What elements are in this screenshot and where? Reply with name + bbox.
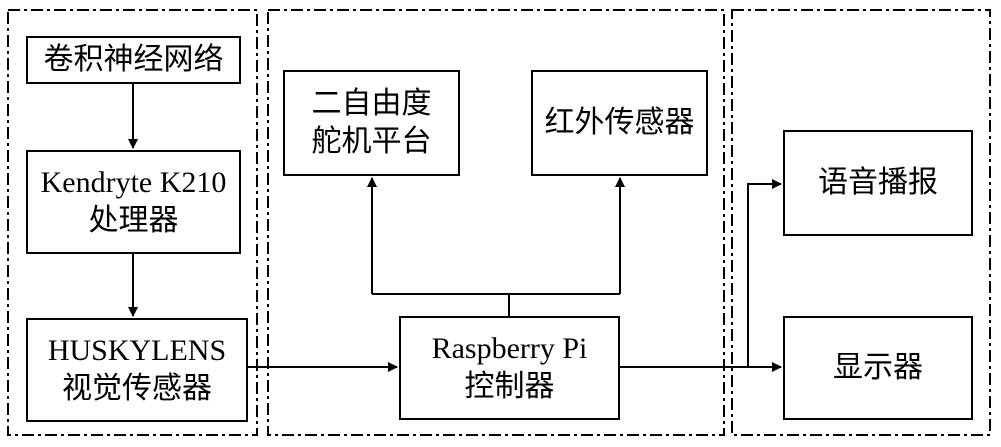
middle-group-frame xyxy=(267,9,725,436)
voice-broadcast-label: 语音播报 xyxy=(818,166,938,199)
cnn-box: 卷积神经网络 xyxy=(26,36,241,84)
infrared-sensor-box: 红外传感器 xyxy=(531,70,708,176)
right-group-frame xyxy=(731,9,991,436)
infrared-sensor-label: 红外传感器 xyxy=(544,106,695,139)
k210-label-line2: 处理器 xyxy=(88,204,179,237)
huskylens-label-line2: 视觉传感器 xyxy=(62,372,212,405)
servo-platform-label-line2: 舵机平台 xyxy=(311,125,432,158)
left-group-frame xyxy=(7,9,258,436)
k210-label-line1: Kendryte K210 xyxy=(40,166,227,199)
k210-box: Kendryte K210 处理器 xyxy=(26,150,241,254)
cnn-label: 卷积神经网络 xyxy=(43,43,224,76)
voice-broadcast-box: 语音播报 xyxy=(783,130,973,236)
connector-up-to-voice xyxy=(747,183,770,367)
display-box: 显示器 xyxy=(783,316,973,420)
raspberry-pi-label-line2: 控制器 xyxy=(464,370,555,403)
servo-platform-box: 二自由度 舵机平台 xyxy=(283,70,460,176)
servo-platform-label-line1: 二自由度 xyxy=(311,87,432,120)
raspberry-pi-label-line1: Raspberry Pi xyxy=(431,332,588,365)
huskylens-box: HUSKYLENS 视觉传感器 xyxy=(26,318,248,422)
raspberry-pi-box: Raspberry Pi 控制器 xyxy=(399,316,620,420)
display-label: 显示器 xyxy=(833,351,923,384)
huskylens-label-line1: HUSKYLENS xyxy=(47,334,227,367)
